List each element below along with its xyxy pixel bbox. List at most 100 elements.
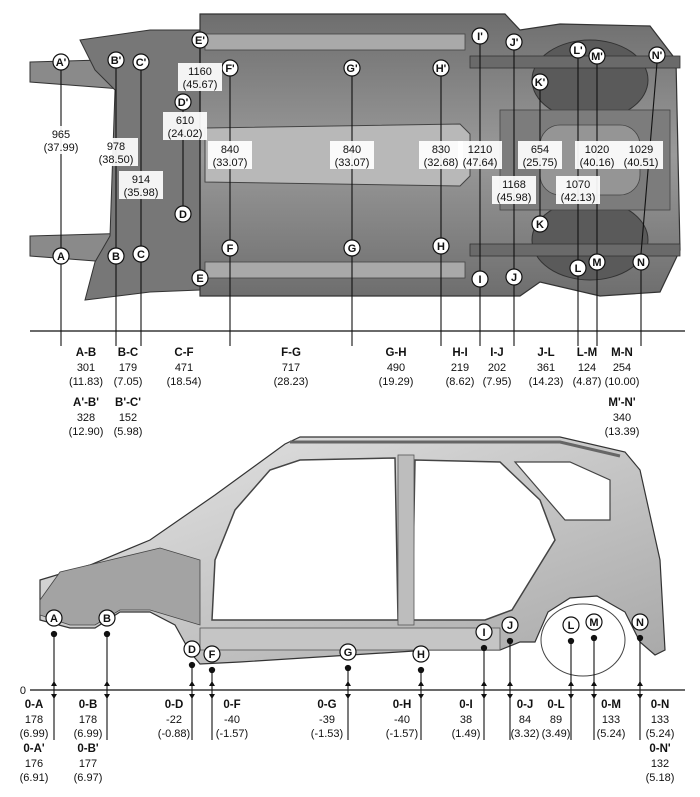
side-point-G-letter: G — [344, 647, 353, 659]
point-G-circle — [343, 239, 361, 257]
width-inch: (32.68) — [424, 157, 459, 169]
side-point-J: J — [501, 616, 519, 634]
point-Dp: D' — [174, 93, 192, 111]
height-inch: (-1.57) — [386, 728, 418, 740]
point-G-letter: G — [348, 243, 357, 255]
height-arrow-down-A — [51, 694, 57, 699]
point-C: C — [132, 245, 150, 263]
width-value-bg — [94, 138, 138, 166]
longitudinal-mm: 152 — [119, 412, 137, 424]
height-name: 0-L — [547, 699, 564, 711]
point-Lp: L' — [569, 41, 587, 59]
side-body-drawing — [39, 436, 666, 677]
longitudinal-inch: (7.05) — [114, 376, 143, 388]
width-inch: (33.07) — [213, 157, 248, 169]
width-inch: (38.50) — [99, 154, 134, 166]
height-arrow-down-M — [591, 694, 597, 699]
point-Gp-circle — [343, 59, 361, 77]
width-value-N: 1029(40.51) — [619, 141, 663, 169]
side-point-L: L — [562, 616, 580, 634]
height-arrow-down-D — [189, 694, 195, 699]
height-arrow-up-L — [568, 681, 574, 686]
point-B-letter: B — [112, 251, 120, 263]
height-mm: -40 — [394, 714, 410, 726]
roof-rail — [290, 440, 621, 458]
longitudinal-name: G-H — [385, 347, 406, 359]
height-dot-G — [344, 664, 352, 672]
height-0J: 0-J84(3.32) — [511, 699, 540, 740]
point-B-circle — [107, 247, 125, 265]
point-D-circle — [174, 205, 192, 223]
longitudinal-name: B'-C' — [115, 397, 141, 409]
height-dot-D — [188, 661, 196, 669]
point-D-letter: D — [179, 209, 187, 221]
point-Bp: B' — [107, 51, 125, 69]
longitudinal-inch: (4.87) — [573, 376, 602, 388]
longitudinal-inch: (13.39) — [605, 426, 640, 438]
width-mm: 830 — [432, 144, 450, 156]
height-0Np: 0-N'132(5.18) — [646, 743, 675, 784]
point-Np-letter: N' — [652, 50, 663, 62]
width-inch: (25.75) — [523, 157, 558, 169]
point-Cp-circle — [132, 53, 150, 71]
height-inch: (3.32) — [511, 728, 540, 740]
height-name: 0-N — [651, 699, 670, 711]
side-point-F-circle — [203, 645, 221, 663]
height-mm: 132 — [651, 758, 669, 770]
side-point-B-letter: B — [103, 613, 111, 625]
height-dot-B — [103, 630, 111, 638]
width-mm: 1210 — [468, 144, 492, 156]
point-Kp-circle — [531, 73, 549, 91]
point-K: K — [531, 215, 549, 233]
longitudinal-inch: (8.62) — [446, 376, 475, 388]
height-inch: (6.99) — [74, 728, 103, 740]
height-0H: 0-H-40(-1.57) — [386, 699, 418, 740]
point-G: G — [343, 239, 361, 257]
width-value-bg — [556, 176, 600, 204]
side-point-G-circle — [339, 643, 357, 661]
height-0G: 0-G-39(-1.53) — [311, 699, 343, 740]
point-M-letter: M — [592, 257, 601, 269]
height-inch: (5.24) — [597, 728, 626, 740]
width-value-E: 1160(45.67) — [178, 63, 222, 91]
sill-lower — [204, 261, 466, 279]
height-0F: 0-F-40(-1.57) — [216, 699, 248, 740]
longitudinal-name: A'-B' — [73, 397, 99, 409]
side-point-I-letter: I — [482, 627, 485, 639]
side-point-H: H — [412, 645, 430, 663]
point-Ip: I' — [471, 27, 489, 45]
longitudinal-MpNp: M'-N'340(13.39) — [605, 397, 640, 438]
longitudinal-mm: 179 — [119, 362, 137, 374]
side-point-D-circle — [183, 640, 201, 658]
quarter-window-opening — [513, 461, 611, 521]
point-Ip-circle — [471, 27, 489, 45]
height-name: 0-M — [601, 699, 621, 711]
width-value-H: 830(32.68) — [419, 141, 463, 169]
width-value-bg — [330, 141, 374, 169]
side-point-G: G — [339, 643, 357, 661]
height-0L: 0-L89(3.49) — [542, 699, 571, 740]
point-L-circle — [569, 259, 587, 277]
height-inch: (5.18) — [646, 772, 675, 784]
width-value-C: 914(35.98) — [119, 171, 163, 199]
side-point-B-circle — [98, 609, 116, 627]
width-inch: (33.07) — [335, 157, 370, 169]
width-mm: 1070 — [566, 179, 590, 191]
longitudinal-name: F-G — [281, 347, 301, 359]
point-J: J — [505, 268, 523, 286]
side-point-M: M — [585, 613, 603, 631]
point-Bp-letter: B' — [111, 55, 122, 67]
height-arrow-up-I — [481, 681, 487, 686]
longitudinal-inch: (7.95) — [483, 376, 512, 388]
longitudinal-mm: 124 — [578, 362, 596, 374]
height-arrow-up-A — [51, 681, 57, 686]
longitudinal-mm: 202 — [488, 362, 506, 374]
width-value-L: 1070(42.13) — [556, 176, 600, 204]
width-mm: 840 — [343, 144, 361, 156]
point-Gp-letter: G' — [346, 63, 358, 75]
